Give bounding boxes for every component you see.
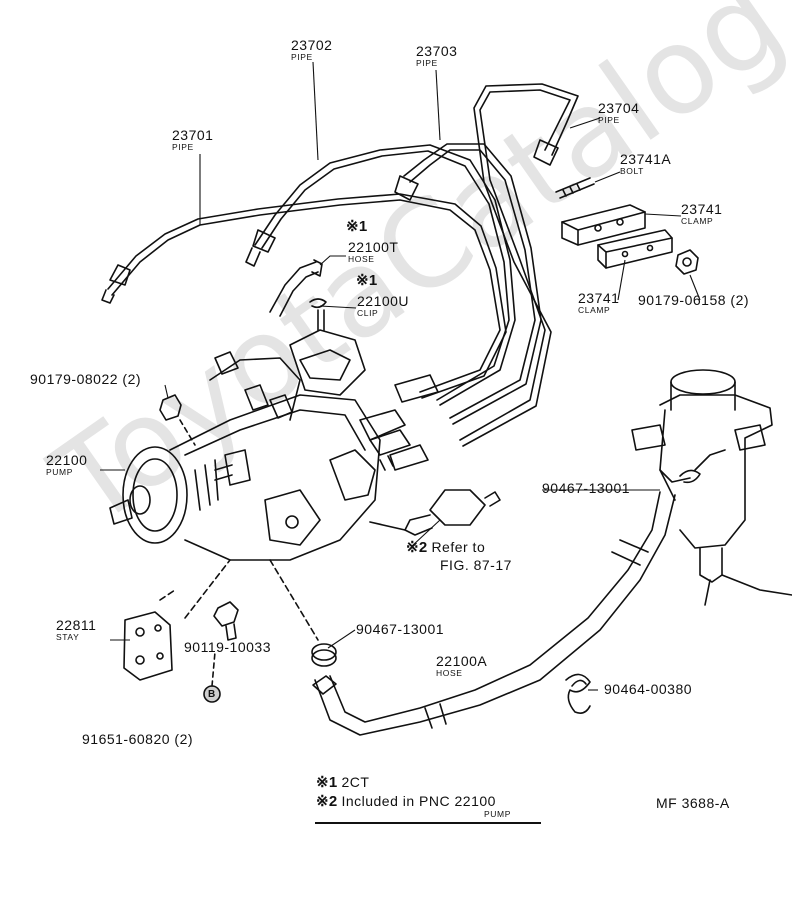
label-90467-13001-upper: 90467-13001: [542, 480, 631, 496]
legend-note-2: ※2 Included in PNC 22100: [316, 793, 496, 810]
clamp-23741-upper: [561, 204, 646, 246]
note-mark-22100u: ※1: [356, 272, 378, 289]
clip-90467-13001-lower: [269, 559, 337, 667]
clamp-23741-lower: [597, 229, 673, 269]
pipe-23702: [245, 144, 516, 406]
leader-lines: [100, 61, 701, 691]
legend-note-1: ※1 2CT: [316, 774, 370, 791]
clip-90464-00380: [565, 673, 591, 714]
bolt-23741a: [555, 177, 595, 199]
clip-22100u: [309, 298, 327, 331]
fuel-filter: [631, 369, 792, 606]
hose-22100a: [312, 491, 676, 736]
legend-note-2-sub: PUMP: [484, 809, 511, 819]
label-90467-13001-lower: 90467-13001: [356, 621, 445, 637]
fuel-cut-solenoid: [369, 489, 501, 536]
label-90179-08022: 90179-08022 (2): [30, 371, 142, 387]
legend-underline: [315, 822, 541, 824]
label-90119-10033: 90119-10033: [184, 639, 271, 655]
label-90179-06158: 90179-06158 (2): [638, 292, 750, 308]
washer-90179-08022: [159, 394, 196, 446]
clip-90467-13001-upper: [679, 469, 701, 484]
refer-note: ※2 Refer to: [406, 539, 486, 556]
nut-90179-06158: [675, 249, 699, 275]
pipe-23703: [394, 143, 542, 425]
refer-figure: FIG. 87-17: [440, 557, 512, 573]
injection-pump-22100: [109, 329, 439, 561]
b-marker: B: [208, 689, 216, 700]
bolt-90119-10033: [213, 601, 239, 641]
pipe-23704: [459, 83, 579, 447]
stay-22811: [123, 559, 231, 681]
figure-code: MF 3688-A: [656, 795, 730, 811]
note-mark-22100t: ※1: [346, 218, 368, 235]
hose-22100t: [269, 259, 323, 317]
label-91651-60820: 91651-60820 (2): [82, 731, 194, 747]
label-90464-00380: 90464-00380: [604, 681, 693, 697]
